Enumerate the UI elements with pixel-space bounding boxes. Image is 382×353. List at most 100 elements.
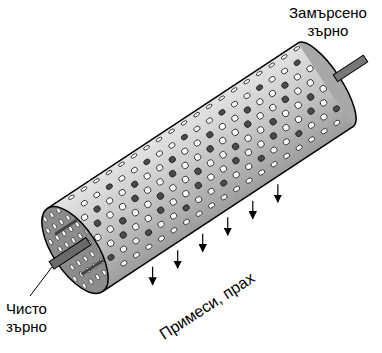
hole: [268, 75, 276, 83]
hole: [155, 150, 163, 158]
hole: [93, 178, 100, 184]
hole: [319, 84, 328, 93]
hole: [80, 213, 89, 222]
hole: [130, 180, 139, 189]
hole: [80, 186, 87, 192]
hole: [281, 123, 290, 132]
hole: [169, 212, 178, 220]
hole: [205, 117, 213, 125]
hole: [156, 206, 165, 215]
hole: [65, 214, 71, 221]
hole: [244, 134, 253, 143]
hole: [156, 192, 165, 201]
drum-sieve: [24, 17, 382, 307]
hole: [120, 260, 128, 267]
hole: [118, 202, 127, 211]
hole: [168, 128, 175, 134]
fall-arrow: [277, 184, 278, 202]
hole: [269, 131, 278, 140]
hole: [193, 139, 202, 148]
hole: [205, 130, 214, 139]
hole: [333, 119, 341, 126]
hole: [106, 239, 115, 248]
hole: [81, 282, 87, 289]
hole: [294, 115, 303, 124]
hole: [281, 54, 288, 60]
hole: [93, 191, 101, 199]
hole: [93, 219, 102, 228]
fall-arrows: [153, 184, 278, 285]
hole: [256, 70, 263, 76]
shaft-back: [333, 55, 367, 81]
hole: [294, 101, 303, 110]
hole: [118, 161, 125, 167]
hole: [230, 114, 239, 123]
hole: [244, 148, 253, 157]
hole: [105, 183, 113, 191]
hole: [168, 169, 177, 178]
hole: [70, 237, 76, 244]
hole: [243, 92, 251, 100]
hole: [181, 161, 190, 170]
hole: [80, 199, 88, 207]
hole: [332, 105, 341, 113]
hole: [243, 79, 250, 85]
hole: [144, 214, 153, 223]
hole: [118, 216, 127, 225]
hole: [108, 265, 114, 272]
hole: [256, 140, 265, 149]
hole: [243, 120, 252, 129]
hole: [218, 122, 227, 131]
hole: [281, 81, 290, 90]
hole: [307, 121, 316, 129]
hole: [168, 183, 177, 192]
hole: [93, 205, 102, 214]
hole: [132, 237, 141, 245]
hole: [183, 218, 191, 225]
hole: [293, 73, 302, 82]
hole: [220, 194, 228, 201]
fall-arrow: [152, 267, 153, 285]
hole: [131, 208, 140, 217]
hole: [218, 150, 227, 159]
hole: [231, 87, 238, 93]
hole: [96, 246, 102, 253]
hole: [58, 219, 64, 226]
hole: [245, 177, 253, 184]
hole: [293, 46, 300, 52]
hole: [144, 228, 153, 236]
hole: [36, 220, 42, 227]
leader-line: [30, 267, 52, 296]
hole: [49, 212, 55, 219]
hole: [218, 136, 227, 145]
hole: [56, 207, 62, 214]
hole: [72, 210, 78, 217]
drum-outline: [47, 43, 297, 208]
hole: [208, 202, 216, 209]
hole: [105, 196, 114, 205]
hole: [308, 136, 316, 143]
hole: [77, 232, 83, 239]
inner-bar: [55, 220, 77, 234]
hole: [258, 169, 266, 176]
hole: [84, 228, 90, 235]
hole: [206, 173, 215, 182]
hole: [72, 275, 78, 282]
fall-arrow: [227, 217, 228, 235]
hole: [206, 158, 215, 167]
hole: [257, 154, 266, 162]
hole: [194, 195, 203, 203]
hole: [320, 127, 328, 134]
hole: [231, 142, 240, 151]
hole: [231, 156, 240, 165]
hole: [231, 128, 240, 137]
hole: [255, 84, 263, 92]
hole: [244, 162, 253, 170]
hole: [243, 106, 252, 115]
hole: [143, 158, 151, 166]
hole: [280, 67, 288, 75]
hole: [293, 87, 302, 96]
hole: [320, 113, 329, 121]
hole: [180, 120, 187, 126]
